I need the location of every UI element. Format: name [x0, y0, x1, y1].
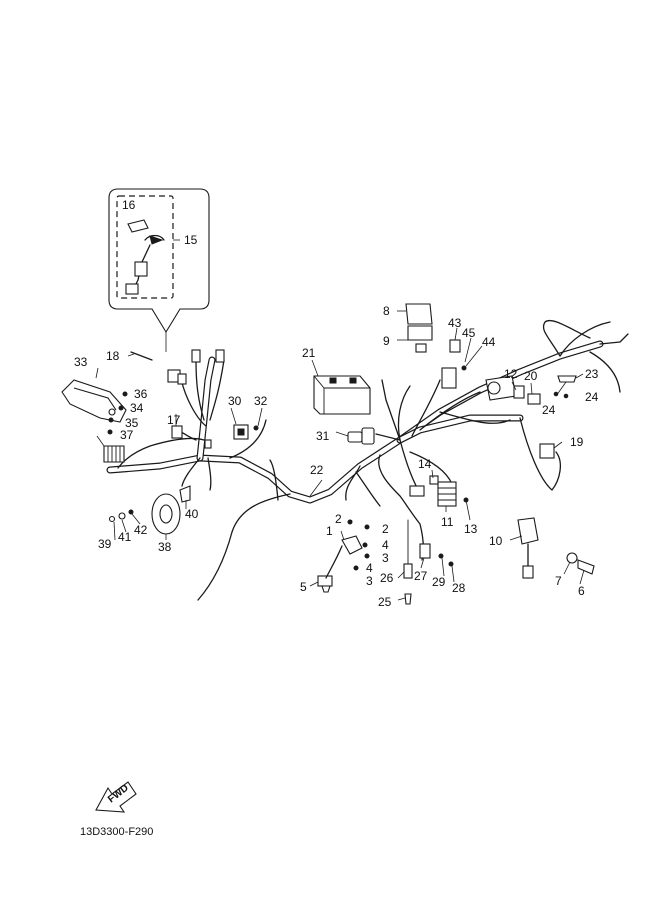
callout-4b: 4	[366, 561, 373, 575]
rectifier-11-14	[409, 475, 469, 507]
callout-16: 16	[122, 198, 136, 212]
main-wire-harness	[106, 340, 604, 504]
callout-labels: 1 2 2 3 3 4 4 5 6 7 8 9 10 11 12 13 14 1…	[74, 198, 599, 609]
callout-21: 21	[302, 346, 316, 360]
callout-11: 11	[441, 515, 454, 529]
callout-37: 37	[120, 428, 134, 442]
callout-34: 34	[130, 401, 144, 415]
callout-12: 12	[504, 367, 518, 381]
leader-lines	[95, 310, 585, 601]
relay-30	[233, 424, 249, 440]
callout-45: 45	[462, 326, 476, 340]
horn-38-40	[108, 485, 191, 535]
callout-28: 28	[452, 581, 466, 595]
callout-30: 30	[228, 394, 242, 408]
inset-detail-box	[108, 188, 210, 352]
callout-24a: 24	[542, 403, 556, 417]
callout-7: 7	[555, 574, 562, 588]
drawing-code: 13D3300-F290	[80, 826, 153, 838]
callout-20: 20	[524, 369, 538, 383]
callout-43: 43	[448, 316, 462, 330]
callout-1: 1	[326, 524, 333, 538]
callout-31: 31	[316, 429, 330, 443]
sensor-6-7	[566, 552, 595, 575]
spark-plug-parts	[403, 519, 454, 605]
callout-22: 22	[310, 463, 324, 477]
battery-21	[313, 375, 371, 415]
ignition-coil-10	[517, 517, 539, 579]
bracket-23	[557, 375, 577, 383]
callout-14: 14	[418, 457, 432, 471]
meter-assembly	[61, 379, 127, 463]
callout-44: 44	[482, 335, 496, 349]
callout-40: 40	[185, 507, 199, 521]
fuse-holder-31	[347, 427, 375, 445]
sensor-19	[539, 443, 555, 459]
callout-6: 6	[578, 584, 585, 598]
callout-33: 33	[74, 355, 88, 369]
callout-38: 38	[158, 540, 172, 554]
small-hardware	[107, 351, 569, 435]
callout-19: 19	[570, 435, 584, 449]
callout-17: 17	[167, 413, 181, 427]
callout-8: 8	[383, 304, 390, 318]
pickup-coil-1-5	[317, 519, 370, 593]
callout-42: 42	[134, 523, 148, 537]
callout-25: 25	[378, 595, 392, 609]
callout-5: 5	[300, 580, 307, 594]
callout-15: 15	[184, 233, 198, 247]
callout-13: 13	[464, 522, 478, 536]
callout-3b: 3	[366, 574, 373, 588]
callout-24b: 24	[585, 390, 599, 404]
callout-26: 26	[380, 571, 394, 585]
connectors-cluster	[167, 349, 225, 449]
callout-2b: 2	[382, 522, 389, 536]
callout-27: 27	[414, 569, 428, 583]
callout-10: 10	[489, 534, 503, 548]
callout-9: 9	[383, 334, 390, 348]
callout-39: 39	[98, 537, 112, 551]
callout-32: 32	[254, 394, 268, 408]
callout-18: 18	[106, 349, 120, 363]
callout-23: 23	[585, 367, 599, 381]
callout-3a: 3	[382, 551, 389, 565]
callout-2a: 2	[335, 512, 342, 526]
branch-wires	[117, 319, 629, 601]
callout-29: 29	[432, 575, 446, 589]
callout-36: 36	[134, 387, 148, 401]
callout-41: 41	[118, 530, 132, 544]
relay-43-45	[441, 339, 461, 389]
starter-relay-12-20	[485, 375, 541, 405]
fwd-arrow-icon: FWD	[95, 781, 137, 813]
callout-4a: 4	[382, 538, 389, 552]
callout-35: 35	[125, 416, 139, 430]
cdi-unit-8-9	[405, 303, 433, 353]
